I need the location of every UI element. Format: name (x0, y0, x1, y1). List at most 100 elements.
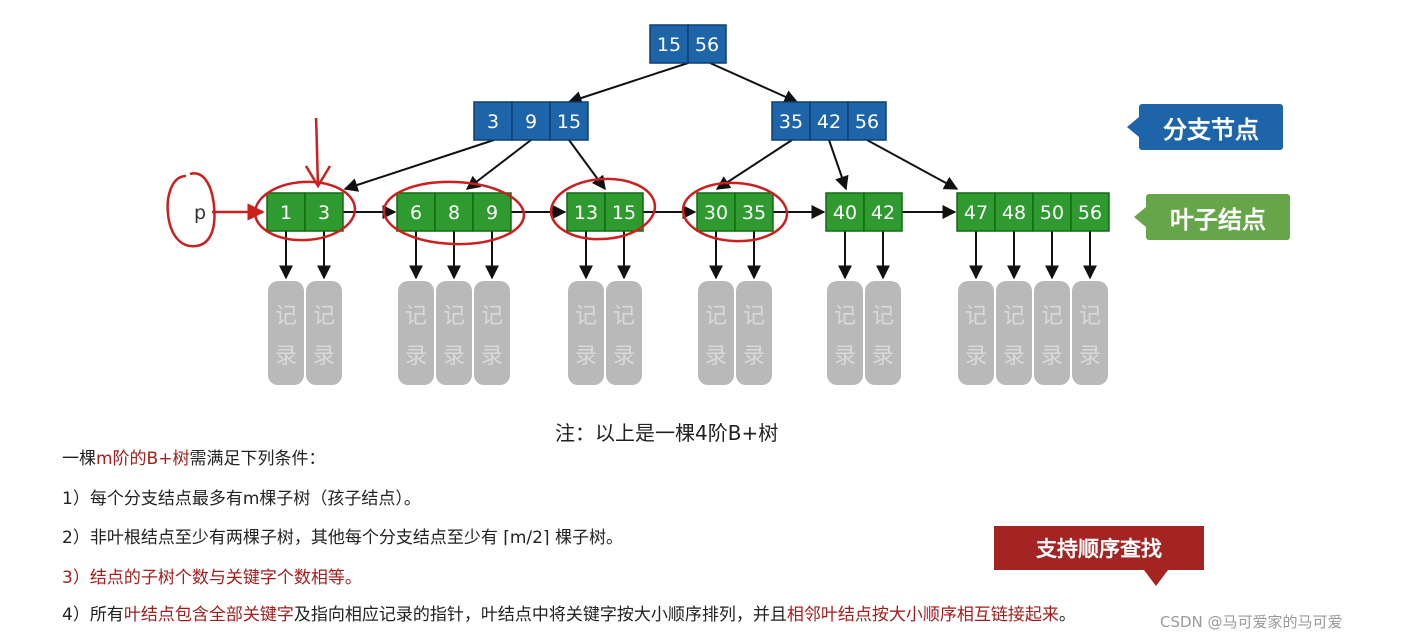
key-label: 9 (525, 111, 537, 133)
record-label-char: 录 (313, 344, 335, 369)
record-block: 记录 (827, 281, 863, 385)
leaf-circle-annotation (681, 181, 789, 243)
record-label-char: 记 (1003, 304, 1025, 329)
record-shape (1034, 281, 1070, 385)
record-label-char: 记 (405, 304, 427, 329)
record-shape (306, 281, 342, 385)
record-label-char: 录 (575, 344, 597, 369)
record-label-char: 记 (705, 304, 727, 329)
record-shape (698, 281, 734, 385)
key-cell (825, 192, 865, 232)
record-label-char: 录 (872, 344, 894, 369)
record-block: 记录 (474, 281, 510, 385)
key-label: 35 (742, 202, 766, 224)
record-block: 记录 (606, 281, 642, 385)
leaf-circle-annotation (253, 180, 357, 242)
key-label: 15 (612, 202, 636, 224)
handwritten-annotations: p (166, 117, 789, 248)
pointer-circle-annotation (166, 172, 216, 248)
record-block: 记录 (698, 281, 734, 385)
cond4-a: 4）所有 (62, 605, 124, 625)
record-block: 记录 (398, 281, 434, 385)
edge-branch-leaf (715, 139, 793, 190)
record-label-char: 录 (275, 344, 297, 369)
record-shape (568, 281, 604, 385)
record-label-char: 录 (443, 344, 465, 369)
record-label-char: 录 (1079, 344, 1101, 369)
record-shape (1072, 281, 1108, 385)
condition-3: 3）结点的子树个数与关键字个数相等。 (62, 568, 362, 588)
intro-highlight: m阶的B+树 (96, 449, 190, 469)
edge-branch-leaf (828, 139, 849, 191)
leaf-node: 30 35 (696, 192, 774, 232)
cond4-d: 相邻叶结点按大小顺序相互链接起来 (786, 605, 1059, 625)
key-label: 42 (871, 202, 895, 224)
down-arrow-annotation (314, 117, 320, 185)
record-label-char: 记 (1041, 304, 1063, 329)
record-shape (827, 281, 863, 385)
record-label-char: 记 (872, 304, 894, 329)
key-cell (472, 192, 512, 232)
record-shape (606, 281, 642, 385)
leaf-node-legend-tag: 叶子结点 (1134, 194, 1290, 240)
record-label-char: 记 (1079, 304, 1101, 329)
edge-root-branch (567, 62, 689, 105)
key-label: 50 (1040, 202, 1064, 224)
key-cell (1070, 192, 1110, 232)
record-shape (996, 281, 1032, 385)
key-label: 15 (557, 111, 581, 133)
leaf-circle-annotation (382, 180, 526, 246)
edge-branch-leaf (568, 139, 606, 191)
condition-4: 4）所有叶结点包含全部关键字及指向相应记录的指针，叶结点中将关键字按大小顺序排列… (62, 600, 1076, 625)
key-label: 13 (574, 202, 598, 224)
key-label: 40 (833, 202, 857, 224)
key-label: 3 (318, 202, 330, 224)
record-label-char: 录 (613, 344, 635, 369)
pointer-p-label: p (194, 202, 206, 224)
record-block: 记录 (568, 281, 604, 385)
key-label: 56 (855, 111, 879, 133)
key-cell (304, 192, 344, 232)
tree-edges (279, 62, 1097, 280)
key-label: 1 (280, 202, 292, 224)
condition-2: 2）非叶根结点至少有两棵子树，其他每个分支结点至少有 ⌈m/2⌉ 棵子树。 (62, 528, 623, 548)
key-cell (771, 101, 811, 141)
watermark: CSDN @马可爱家的马可爱 (1160, 613, 1343, 631)
key-label: 56 (1078, 202, 1102, 224)
key-label: 56 (695, 34, 719, 56)
key-cell (649, 24, 689, 64)
leaf-circle-annotation (549, 177, 657, 241)
record-label-char: 记 (965, 304, 987, 329)
figure-note: 注：以上是一棵4阶B+树 (555, 421, 779, 445)
cond4-e: 。 (1058, 605, 1076, 625)
key-label: 6 (410, 202, 422, 224)
record-block: 记录 (436, 281, 472, 385)
record-label-char: 记 (834, 304, 856, 329)
record-label-char: 录 (405, 344, 427, 369)
key-label: 30 (704, 202, 728, 224)
sequential-search-callout: 支持顺序查找 (994, 526, 1204, 586)
record-label-char: 记 (275, 304, 297, 329)
edge-branch-leaf (465, 139, 532, 190)
down-arrowhead-annotation (304, 165, 332, 189)
record-shape (436, 281, 472, 385)
record-shape (865, 281, 901, 385)
cond4-c: 及指向相应记录的指针，叶结点中将关键字按大小顺序排列，并且 (293, 605, 787, 625)
key-cell (809, 101, 849, 141)
key-cell (604, 192, 644, 232)
key-label: 9 (486, 202, 498, 224)
key-cell (396, 192, 436, 232)
record-shape (474, 281, 510, 385)
record-block: 记录 (996, 281, 1032, 385)
branch-node-legend-tag: 分支节点 (1127, 104, 1283, 150)
record-label-char: 录 (1003, 344, 1025, 369)
key-cell (863, 192, 903, 232)
record-shape (398, 281, 434, 385)
record-label-char: 录 (481, 344, 503, 369)
record-block: 记录 (268, 281, 304, 385)
